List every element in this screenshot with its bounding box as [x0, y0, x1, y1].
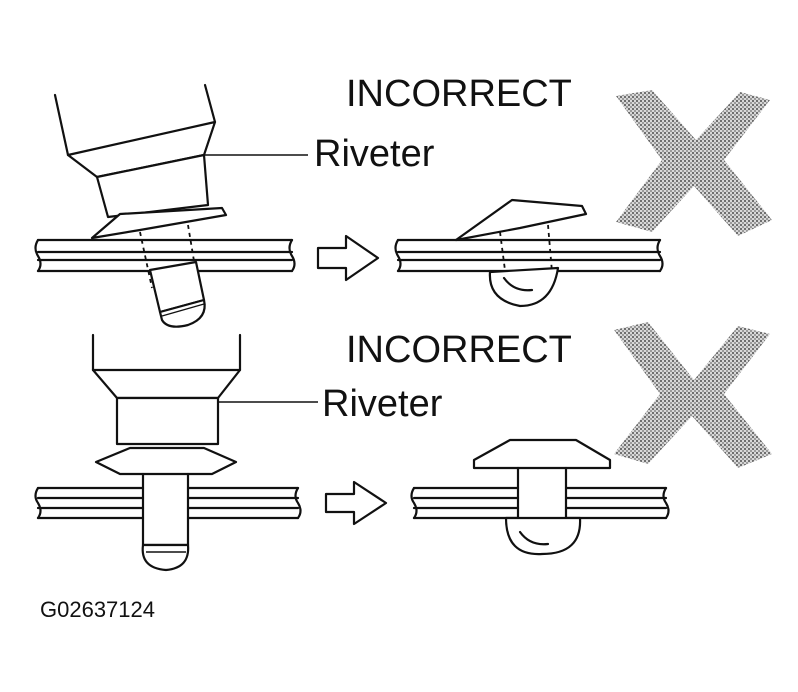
sheet-panel-after: [394, 238, 664, 273]
rivet-tilted-after: [454, 198, 588, 308]
cross-mark-icon: [616, 90, 772, 236]
transition-arrow: [316, 234, 380, 282]
status-label: INCORRECT: [346, 329, 572, 371]
status-label: INCORRECT: [346, 73, 572, 115]
tool-label: Riveter: [314, 133, 435, 175]
sheet-panel-before: [34, 486, 302, 520]
panel-2-straight-riveter: INCORRECT Riveter: [34, 322, 772, 572]
cross-mark-icon: [614, 322, 772, 468]
riveter-tool: [91, 333, 318, 446]
sheet-panel-after: [410, 486, 670, 520]
panel-1-tilted-riveter: INCORRECT Riveter: [34, 73, 772, 328]
rivet-tilted-before: [90, 206, 228, 328]
rivet-after: [472, 438, 612, 556]
transition-arrow: [324, 480, 388, 526]
rivet-before: [94, 446, 238, 572]
riveter-tool: [53, 83, 308, 219]
figure-code: G02637124: [40, 597, 155, 622]
tool-label: Riveter: [322, 383, 443, 425]
